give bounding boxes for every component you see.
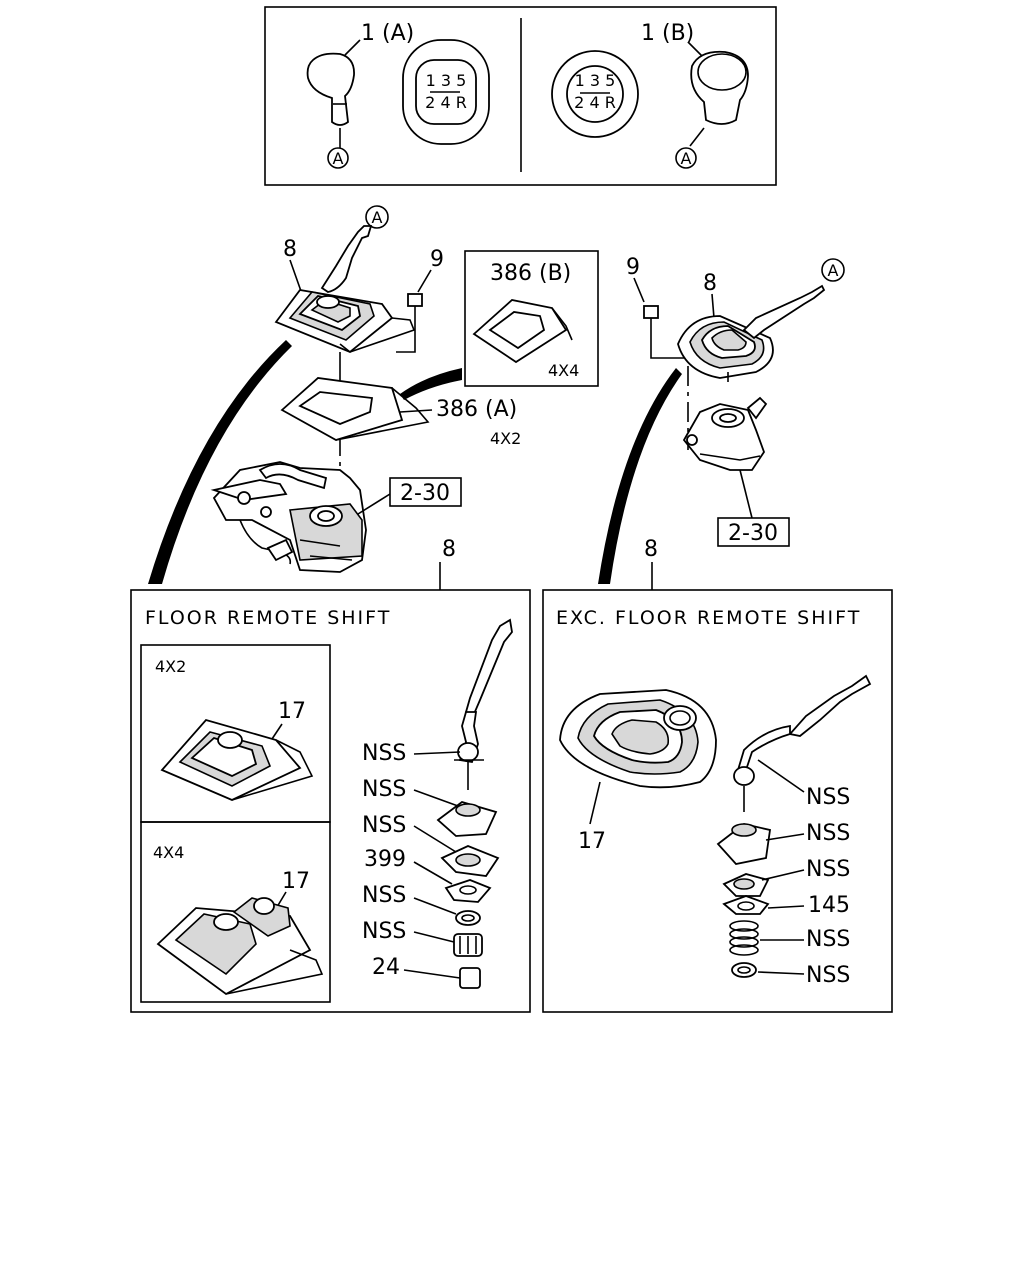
boot-4x2-label: 17: [278, 699, 306, 724]
knob-panel: 1 (A) A 1 3 5 2 4 R 1 3 5 2 4 R 1: [264, 6, 777, 186]
svg-text:2-30: 2-30: [400, 481, 450, 506]
washer[interactable]: [455, 910, 481, 926]
part-label: NSS: [362, 883, 406, 908]
lever-seat[interactable]: [436, 801, 498, 837]
bushing[interactable]: [453, 933, 483, 957]
boot-4x4-label: 17: [282, 869, 310, 894]
left-assembly: A 8 9 3: [148, 205, 599, 590]
detail-callout-left: 8: [442, 537, 456, 562]
shift-lever-boot-cover[interactable]: [274, 289, 416, 364]
right-assembly: 9 8 A: [598, 255, 845, 590]
knob-b-label: 1 (B): [641, 21, 694, 46]
part-label: 145: [808, 893, 850, 918]
shift-lever-boot-cover[interactable]: [677, 315, 774, 382]
snap-ring[interactable]: [731, 962, 757, 978]
cover-label-right: 8: [703, 271, 717, 296]
seat-plate[interactable]: [722, 873, 770, 897]
part-label: NSS: [362, 777, 406, 802]
transmission-shift-housing[interactable]: [210, 461, 367, 573]
plate-4x2-variant: 4X2: [490, 429, 521, 448]
exc-floor-remote-title: EXC. FLOOR REMOTE SHIFT: [556, 607, 861, 629]
part-label: NSS: [362, 813, 406, 838]
mounting-bolt[interactable]: [407, 293, 423, 320]
bolt-label-left: 9: [430, 247, 444, 272]
cover-label-left: 8: [283, 237, 297, 262]
shift-boot-4x4[interactable]: [156, 897, 324, 996]
collar-24[interactable]: [459, 967, 481, 989]
shift-pattern-plate-b: 1 3 5 2 4 R: [551, 50, 639, 138]
exc-floor-remote-shift-panel: EXC. FLOOR REMOTE SHIFT 17: [542, 589, 893, 1013]
ref-box-2-30-left[interactable]: 2-30: [389, 477, 462, 507]
bolt-label-right: 9: [626, 255, 640, 280]
svg-text:A: A: [372, 208, 383, 227]
part-label: NSS: [806, 857, 850, 882]
part-label: NSS: [806, 963, 850, 988]
remote-shift-lever[interactable]: [733, 674, 872, 812]
retainer-145[interactable]: [722, 895, 770, 915]
part-label: NSS: [806, 927, 850, 952]
remote-shift-lever[interactable]: [454, 618, 513, 790]
floor-remote-title: FLOOR REMOTE SHIFT: [145, 607, 391, 629]
boot-label: 17: [578, 829, 606, 854]
ref-a-marker: A: [675, 147, 697, 169]
cover-plate-386a[interactable]: [280, 377, 430, 441]
part-label: 24: [372, 955, 400, 980]
floor-remote-shift-panel: FLOOR REMOTE SHIFT 4X2 17 4X4 17: [130, 589, 531, 1013]
svg-text:A: A: [828, 261, 839, 280]
shift-lever[interactable]: [742, 284, 826, 340]
svg-text:2-30: 2-30: [728, 521, 778, 546]
svg-text:2 4 R: 2 4 R: [574, 93, 616, 112]
shift-boot-4x2[interactable]: [160, 718, 314, 801]
shift-knob-a[interactable]: [306, 52, 355, 148]
cover-plate-386b[interactable]: [472, 299, 573, 364]
svg-text:1 3 5: 1 3 5: [426, 71, 467, 90]
svg-text:386 (B): 386 (B): [490, 261, 571, 286]
shift-knob-b[interactable]: [689, 50, 749, 147]
ref-box-2-30-right[interactable]: 2-30: [717, 517, 790, 547]
lever-seat[interactable]: [716, 823, 772, 865]
part-label: NSS: [806, 821, 850, 846]
part-label: NSS: [362, 919, 406, 944]
svg-text:A: A: [333, 149, 344, 168]
svg-text:1 3 5: 1 3 5: [575, 71, 616, 90]
ref-a-marker: A: [365, 205, 389, 229]
sub-4x4-label: 4X4: [153, 843, 184, 862]
transmission-shift-housing[interactable]: [682, 396, 768, 471]
gasket[interactable]: [444, 879, 492, 903]
svg-text:A: A: [681, 149, 692, 168]
knob-a-label: 1 (A): [361, 21, 414, 46]
svg-text:4X4: 4X4: [548, 361, 579, 380]
shift-lever[interactable]: [320, 225, 373, 293]
detail-callout-right: 8: [644, 537, 658, 562]
part-label: NSS: [362, 741, 406, 766]
seat-plate-399[interactable]: [440, 845, 500, 877]
sub-4x2-label: 4X2: [155, 657, 186, 676]
plate-4x4-box: 386 (B) 4X4: [464, 250, 599, 387]
part-label: 399: [364, 847, 406, 872]
ref-a-marker: A: [821, 258, 845, 282]
ref-a-marker: A: [327, 147, 349, 169]
shift-pattern-plate-a: 1 3 5 2 4 R: [402, 39, 490, 145]
spring[interactable]: [729, 920, 759, 956]
plate-4x2-label: 386 (A): [436, 397, 517, 422]
mounting-bolt[interactable]: [643, 305, 659, 330]
svg-text:2 4 R: 2 4 R: [425, 93, 467, 112]
part-label: NSS: [806, 785, 850, 810]
shift-boot-17[interactable]: [559, 689, 717, 789]
